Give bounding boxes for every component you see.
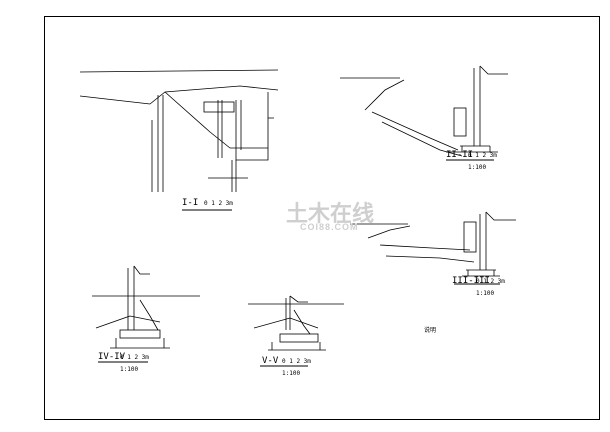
section-3-scale: 0 1 2 3m bbox=[476, 278, 505, 285]
section-4-scale: 0 1 2 3m bbox=[120, 354, 149, 361]
watermark-subtext: COI88.COM bbox=[300, 222, 359, 232]
section-4-ratio: 1:100 bbox=[120, 366, 139, 373]
section-1-linework bbox=[79, 69, 279, 192]
section-5-label: V-V bbox=[262, 356, 279, 366]
notes-title: 说明 bbox=[424, 328, 437, 334]
section-2-linework bbox=[340, 65, 508, 157]
section-3-label: III-III bbox=[452, 276, 490, 286]
watermark-text: 土木在线 bbox=[286, 201, 375, 226]
scale-bars bbox=[98, 159, 500, 367]
section-2-label: II-II bbox=[446, 150, 474, 160]
section-4-linework bbox=[92, 265, 200, 349]
section-1-label: I-I bbox=[182, 198, 199, 208]
section-2-scale: 0 1 2 3m bbox=[468, 152, 497, 159]
section-2-ratio: 1:100 bbox=[468, 164, 487, 171]
section-5-ratio: 1:100 bbox=[282, 370, 301, 377]
drawing-frame bbox=[44, 16, 600, 420]
section-1-scale: 0 1 2 3m bbox=[204, 200, 233, 207]
section-4-label: IV-IV bbox=[98, 352, 126, 362]
notes-block: 说明 bbox=[424, 326, 436, 336]
section-5-scale: 0 1 2 3m bbox=[282, 358, 311, 365]
section-5-linework bbox=[248, 295, 344, 351]
section-3-linework bbox=[350, 211, 516, 277]
section-3-ratio: 1:100 bbox=[476, 290, 495, 297]
